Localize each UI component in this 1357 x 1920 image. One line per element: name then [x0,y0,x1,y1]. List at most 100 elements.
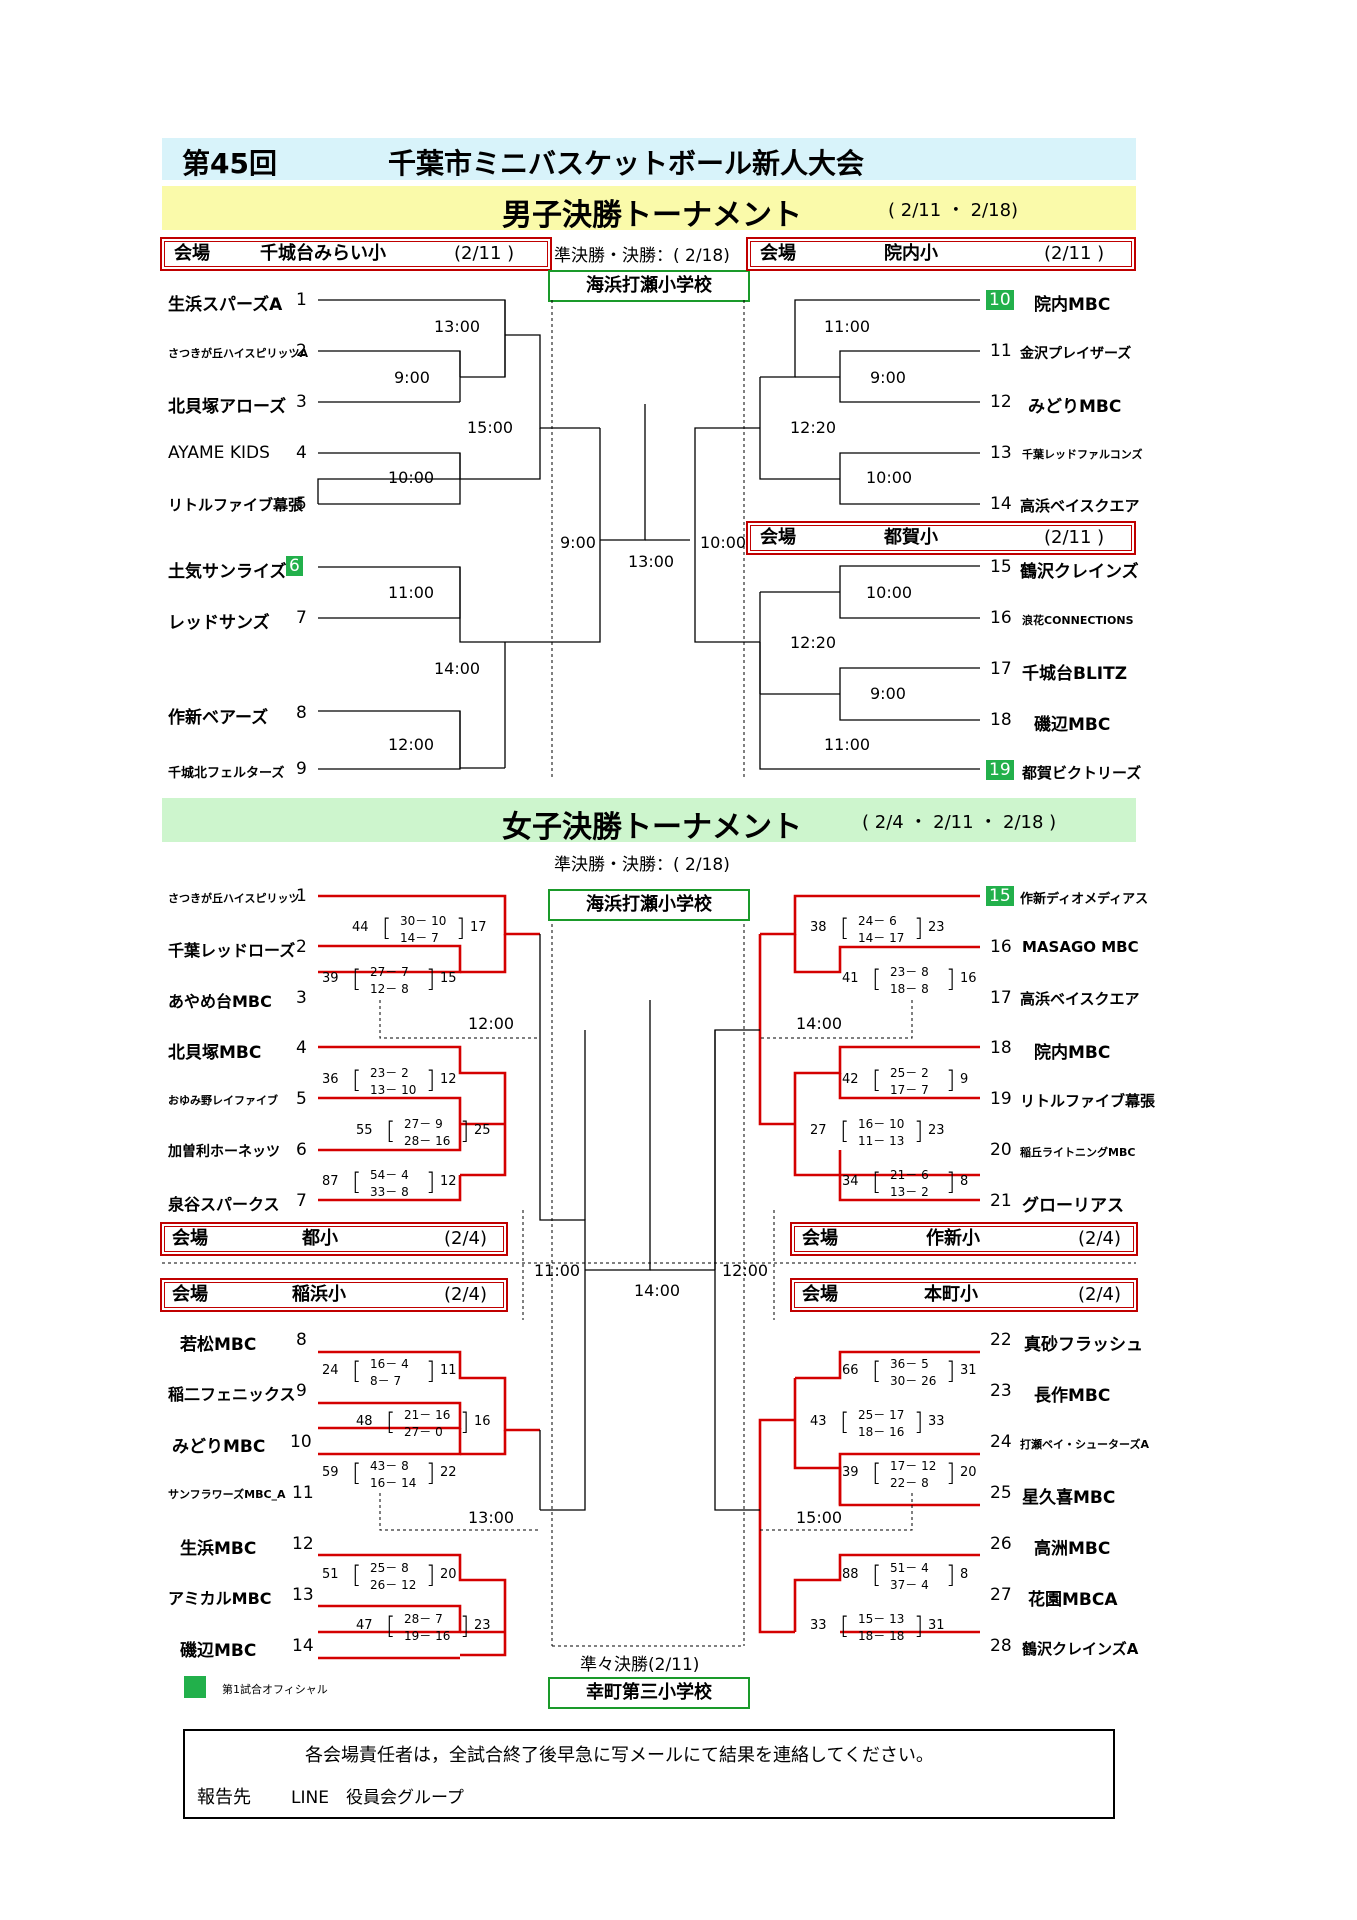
bracket-open-icon: [ [352,965,362,993]
venue-label: 会場 [174,243,210,264]
bracket-close-icon: ] [946,965,956,993]
team-name: 鶴沢クレインズ [1020,562,1139,582]
team-name: 長作MBC [1034,1386,1111,1406]
match-time: 9:00 [560,533,596,552]
team-name: おゆみ野レイファイブ [168,1094,278,1107]
score-total-a: 88 [842,1567,859,1582]
score-total-a: 66 [842,1363,859,1378]
team-seed: 16 [990,937,1012,957]
score-total-a: 27 [810,1123,827,1138]
team-seed: 9 [296,759,307,779]
team-seed: 2 [296,341,307,361]
match-time: 12:00 [388,735,435,754]
team-seed: 16 [990,608,1012,628]
team-name: 星久喜MBC [1022,1488,1116,1508]
score-total-a: 48 [356,1414,373,1429]
bracket-close-icon: ] [946,1561,956,1589]
score-total-b: 23 [474,1618,491,1633]
team-name: 稲二フェニックス [168,1385,296,1404]
bracket-close-icon: ] [914,1117,924,1145]
team-seed-highlight: 10 [986,290,1014,310]
team-seed: 14 [990,494,1012,514]
bracket-open-icon: [ [872,965,882,993]
score-q1: 28－ 7 [404,1612,443,1626]
notice-message: 各会場責任者は，全試合終了後早急に写メールにて結果を連絡してください。 [305,1745,934,1766]
score-q1: 30－ 10 [400,914,447,928]
score-total-a: 24 [322,1363,339,1378]
venue-date: (2/4) [1078,1228,1122,1249]
score-q2: 18－ 18 [858,1629,905,1643]
score-total-a: 36 [322,1072,339,1087]
team-name: 生浜スパーズA [168,295,283,315]
score-q2: 18－ 16 [858,1425,905,1439]
team-seed: 19 [990,1089,1012,1109]
bracket-open-icon: [ [386,1117,396,1145]
girls-title-band: 女子決勝トーナメント ( 2/4 ・ 2/11 ・ 2/18 ) [162,798,1136,845]
team-seed: 8 [296,703,307,723]
team-seed-highlight: 15 [986,886,1014,906]
team-name: 都賀ビクトリーズ [1022,764,1142,782]
score-q2: 13－ 2 [890,1185,929,1199]
score-total-b: 22 [440,1465,457,1480]
venue-date: (2/4) [1078,1284,1122,1305]
score-total-b: 12 [440,1174,457,1189]
team-seed: 21 [990,1191,1012,1211]
team-name: さつきが丘ハイスピリッツA [168,347,308,360]
score-total-a: 42 [842,1072,859,1087]
match-time: 12:00 [722,1261,769,1280]
report-value: LINE 役員会グループ [291,1788,464,1808]
team-seed: 27 [990,1585,1012,1605]
match-time: 13:00 [434,317,481,336]
score-q2: 18－ 8 [890,982,929,996]
team-seed: 22 [990,1330,1012,1350]
score-total-b: 16 [960,971,977,986]
team-name: 真砂フラッシュ [1024,1335,1143,1355]
team-name: リトルファイブ幕張 [168,496,304,514]
match-time: 11:00 [824,317,871,336]
score-q2: 22－ 8 [890,1476,929,1490]
team-name: みどりMBC [172,1437,266,1457]
boys-center-venue: 海浜打瀬小学校 [548,270,750,302]
team-seed: 7 [296,1191,307,1211]
venue-date: (2/4) [444,1284,488,1305]
score-total-b: 20 [440,1567,457,1582]
bracket-open-icon: [ [382,914,392,942]
score-block: 41 23－ 8 18－ 8 16 [] [842,963,992,997]
venue-label: 会場 [172,1284,208,1305]
score-total-b: 17 [470,920,487,935]
team-name: 北貝塚アローズ [168,397,287,417]
bracket-open-icon: [ [872,1168,882,1196]
score-total-a: 41 [842,971,859,986]
score-total-a: 34 [842,1174,859,1189]
score-total-b: 23 [928,920,945,935]
score-q1: 54－ 4 [370,1168,409,1182]
score-total-b: 33 [928,1414,945,1429]
match-time: 10:00 [700,533,747,552]
bracket-open-icon: [ [840,1117,850,1145]
match-time: 9:00 [394,368,430,387]
match-time: 13:00 [468,1508,515,1527]
bracket-open-icon: [ [352,1168,362,1196]
score-q1: 23－ 8 [890,965,929,979]
girls-qf-venue: 幸町第三小学校 [548,1677,750,1709]
score-q1: 21－ 6 [890,1168,929,1182]
match-time: 10:00 [866,583,913,602]
team-name: 院内MBC [1034,295,1111,315]
team-name: 花園MBCA [1028,1590,1118,1610]
score-total-b: 9 [960,1072,969,1087]
bracket-open-icon: [ [840,1612,850,1640]
team-name: 北貝塚MBC [168,1043,262,1063]
team-name: 高浜ベイスクエア [1020,990,1140,1008]
girls-venue-inahama: 会場 稲浜小 (2/4) [160,1278,508,1312]
team-seed: 6 [296,1140,307,1160]
bracket-open-icon: [ [352,1459,362,1487]
team-seed: 5 [296,494,307,514]
team-seed: 9 [296,1381,307,1401]
team-name: MASAGO MBC [1022,938,1139,956]
match-time: 11:00 [388,583,435,602]
score-q1: 17－ 12 [890,1459,937,1473]
